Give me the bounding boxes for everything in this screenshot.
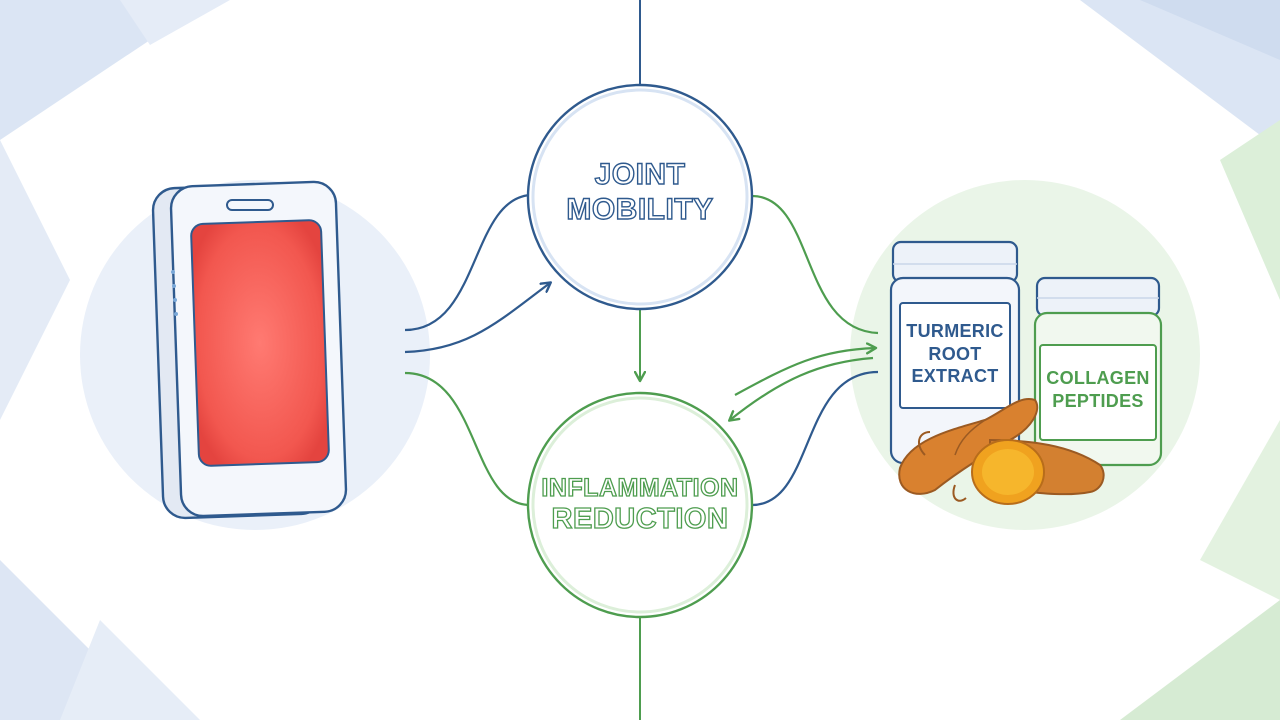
joint-mobility-line1: JOINT xyxy=(594,157,686,191)
joint-mobility-node-inner xyxy=(531,88,749,306)
bg-shape-bottom-left-2 xyxy=(60,620,200,720)
red-light-therapy-device-icon xyxy=(151,180,348,520)
turmeric-line3: EXTRACT xyxy=(911,366,999,386)
device-to-inflammation-curve xyxy=(404,371,531,507)
supplements-to-inflammation-arrow xyxy=(730,356,874,420)
inflammation-node xyxy=(526,391,754,619)
inflammation-line1: INFLAMMATION xyxy=(541,473,739,502)
inflammation-node-inner xyxy=(531,396,749,614)
turmeric-root-icon xyxy=(898,398,1105,505)
bg-shape-right-mid xyxy=(1220,120,1280,300)
turmeric-jar-icon xyxy=(889,240,1021,465)
turmeric-line2: ROOT xyxy=(928,343,982,364)
bg-shape-bottom-right xyxy=(1120,600,1280,720)
mobility-to-supplements-curve xyxy=(751,194,879,335)
bg-shape-left-mid xyxy=(0,140,70,420)
joint-mobility-node xyxy=(526,83,754,311)
inflammation-line2: REDUCTION xyxy=(551,502,729,535)
inflammation-to-supplements-curve xyxy=(751,370,879,507)
bg-shape-top-left-2 xyxy=(120,0,230,45)
inflammation-to-supplements-arrow xyxy=(734,348,875,396)
joint-mobility-label: JOINT MOBILITY xyxy=(540,157,740,227)
collagen-line1: COLLAGEN xyxy=(1046,368,1150,388)
bg-shape-right-lower xyxy=(1200,420,1280,600)
device-to-mobility-arrow xyxy=(404,283,550,354)
device-to-mobility-curve xyxy=(404,193,531,332)
collagen-jar-label: COLLAGEN PEPTIDES xyxy=(1040,367,1156,412)
collagen-line2: PEPTIDES xyxy=(1052,390,1144,411)
inflammation-reduction-label: INFLAMMATION REDUCTION xyxy=(530,473,750,536)
bg-shape-top-right-2 xyxy=(1140,0,1280,60)
turmeric-line1: TURMERIC xyxy=(906,321,1004,341)
turmeric-jar-label: TURMERIC ROOT EXTRACT xyxy=(900,320,1010,388)
collagen-jar-icon xyxy=(1033,276,1163,467)
joint-mobility-line2: MOBILITY xyxy=(566,192,714,226)
